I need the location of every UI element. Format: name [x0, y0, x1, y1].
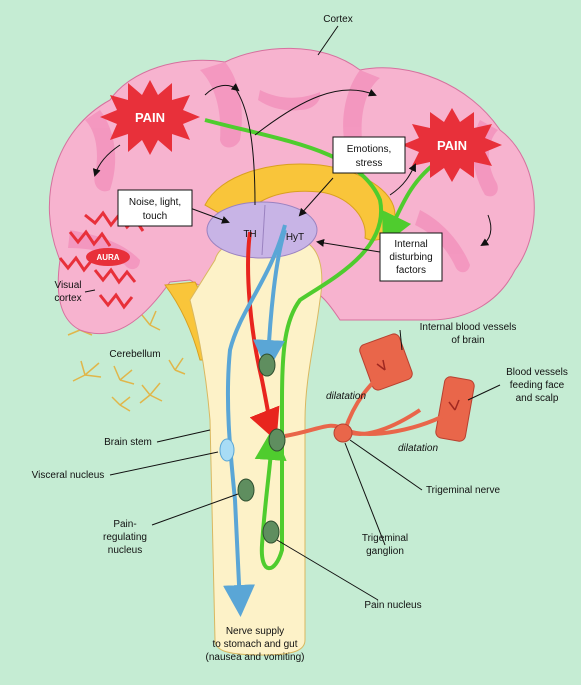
trigeminal-nerve-label: Trigeminal nerve	[426, 485, 501, 496]
svg-text:disturbing: disturbing	[389, 252, 432, 263]
blood-vessels-label-3: and scalp	[516, 393, 559, 404]
internal-vessels-label-1: Internal blood vessels	[420, 322, 517, 333]
blue-path-2	[253, 229, 287, 372]
visual-cortex-label-2: cortex	[54, 293, 81, 304]
brain-stem-label: Brain stem	[104, 437, 152, 448]
internal-vessels-label-2: of brain	[451, 335, 484, 346]
aura-label: AURA	[96, 253, 119, 262]
dilatation-label-2: dilatation	[398, 443, 438, 454]
noise-box: Noise, light, touch	[117, 189, 193, 227]
pain-nucleus-label: Pain nucleus	[364, 600, 421, 611]
svg-text:Emotions,: Emotions,	[347, 144, 391, 155]
emotions-box: Emotions, stress	[332, 136, 406, 174]
pain-regulating-label-1: Pain-	[113, 519, 136, 530]
blood-vessels	[284, 333, 475, 443]
nerve-supply-label-1: Nerve supply	[226, 626, 284, 637]
blood-vessels-label-2: feeding face	[510, 380, 565, 391]
internal-factors-box: Internal disturbing factors	[379, 232, 443, 282]
blue-path	[223, 224, 287, 617]
svg-text:Noise, light,: Noise, light,	[129, 197, 181, 208]
thalamus	[206, 201, 318, 259]
hyt-label: HyT	[286, 232, 304, 243]
pointer-arrows	[84, 25, 501, 601]
visual-cortex-label-1: Visual	[54, 280, 81, 291]
pain-burst-right	[402, 108, 502, 182]
svg-text:Internal: Internal	[394, 239, 427, 250]
nuclei	[219, 353, 286, 544]
pain-right-label: PAIN	[437, 138, 467, 153]
th-label: TH	[243, 229, 256, 240]
svg-text:touch: touch	[143, 211, 167, 222]
cortex-label: Cortex	[323, 14, 352, 25]
visceral-nucleus-label: Visceral nucleus	[32, 470, 105, 481]
dilatation-label-1: dilatation	[326, 391, 366, 402]
pain-regulating-label-3: nucleus	[108, 545, 142, 556]
trigeminal-ganglion-label-1: Trigeminal	[362, 533, 408, 544]
aura-badge	[86, 248, 130, 266]
nerve-supply-label-2: to stomach and gut	[212, 639, 297, 650]
blood-vessels-label-1: Blood vessels	[506, 367, 568, 378]
nerve-supply-label-3: (nausea and vomiting)	[206, 652, 305, 663]
pain-regulating-label-2: regulating	[103, 532, 147, 543]
svg-text:stress: stress	[356, 158, 383, 169]
svg-text:factors: factors	[396, 265, 426, 276]
pain-burst-left	[100, 80, 200, 155]
cerebellum-label: Cerebellum	[109, 349, 160, 360]
pain-left-label: PAIN	[135, 110, 165, 125]
trigeminal-ganglion-label-2: ganglion	[366, 546, 404, 557]
